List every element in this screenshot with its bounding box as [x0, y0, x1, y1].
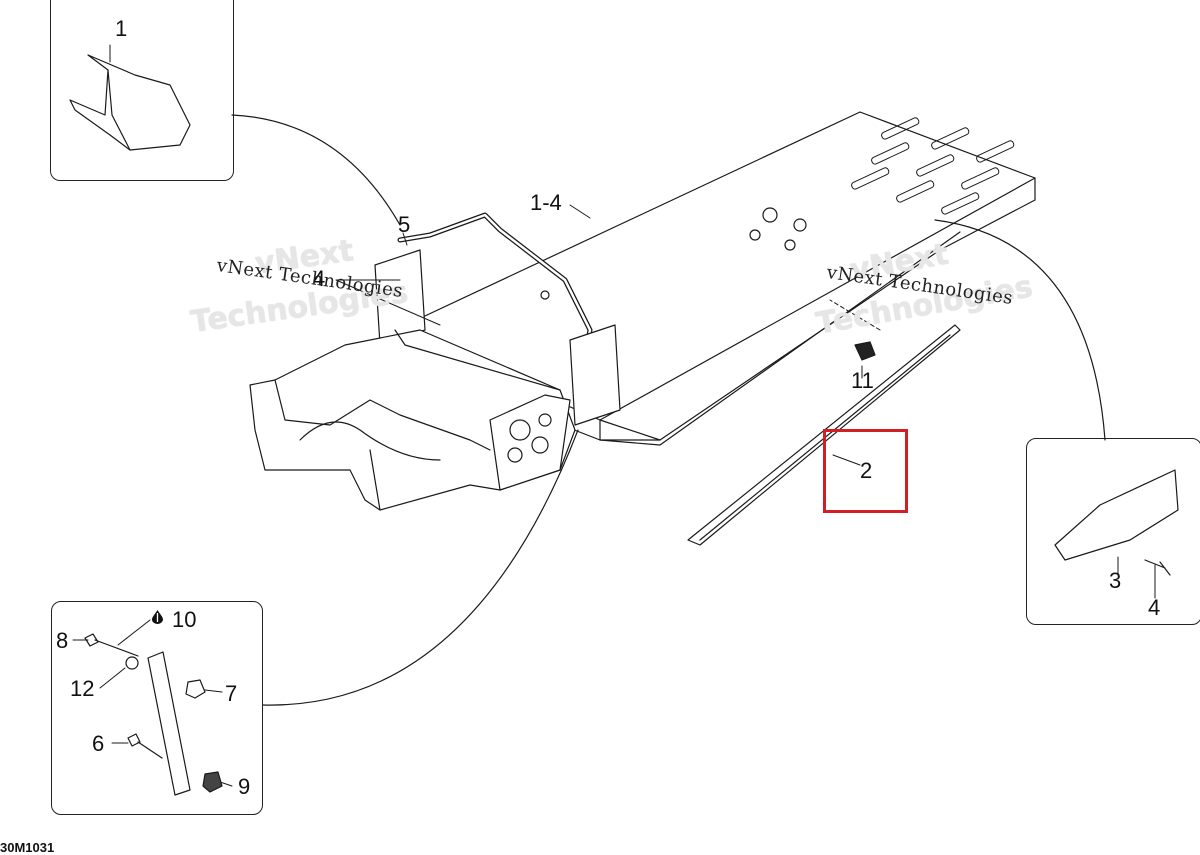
fastener-11: [854, 341, 876, 361]
callout-8: 8: [56, 628, 69, 653]
callout-7: 7: [225, 681, 238, 706]
document-id: 30M1031: [0, 840, 55, 855]
inset-fasteners: [51, 601, 263, 815]
callout-3: 3: [1109, 568, 1122, 593]
bracket-plate: [147, 651, 191, 796]
callout-4-inset: 4: [1148, 595, 1161, 620]
callout-6: 6: [92, 731, 105, 756]
right-upper-bracket: [569, 324, 621, 426]
callout-10: 10: [172, 607, 197, 632]
callout-1-4: 1-4: [530, 190, 562, 215]
leader-lines: [72, 44, 1156, 787]
callout-9: 9: [238, 774, 251, 799]
inset-part-3-4: [1026, 438, 1200, 625]
bolt-6: [127, 733, 163, 759]
oil-drop-icon: [152, 610, 163, 624]
nut-9: [202, 771, 223, 793]
callout-5: 5: [398, 212, 411, 237]
highlight-box: [823, 429, 908, 513]
inset3-rivet: [1144, 559, 1171, 576]
washer-12: [125, 656, 139, 670]
connector-bottom-left: [262, 429, 579, 706]
left-upper-bracket: [374, 249, 426, 346]
inset3-plate: [1054, 469, 1179, 561]
callout-11: 11: [851, 368, 874, 393]
callout-12: 12: [70, 676, 95, 701]
callout-4-main: 4: [313, 266, 326, 291]
connector-right: [934, 219, 1106, 441]
callout-2: 2: [860, 458, 873, 483]
inset-part-1: [50, 0, 234, 181]
inset1-bracket: [69, 54, 191, 151]
platform-slots: [851, 117, 1015, 215]
callout-1: 1: [115, 16, 128, 41]
nut-7: [185, 679, 206, 699]
bolt-8: [84, 633, 139, 657]
connector-top-left: [231, 114, 401, 226]
side-rail: [599, 231, 961, 446]
